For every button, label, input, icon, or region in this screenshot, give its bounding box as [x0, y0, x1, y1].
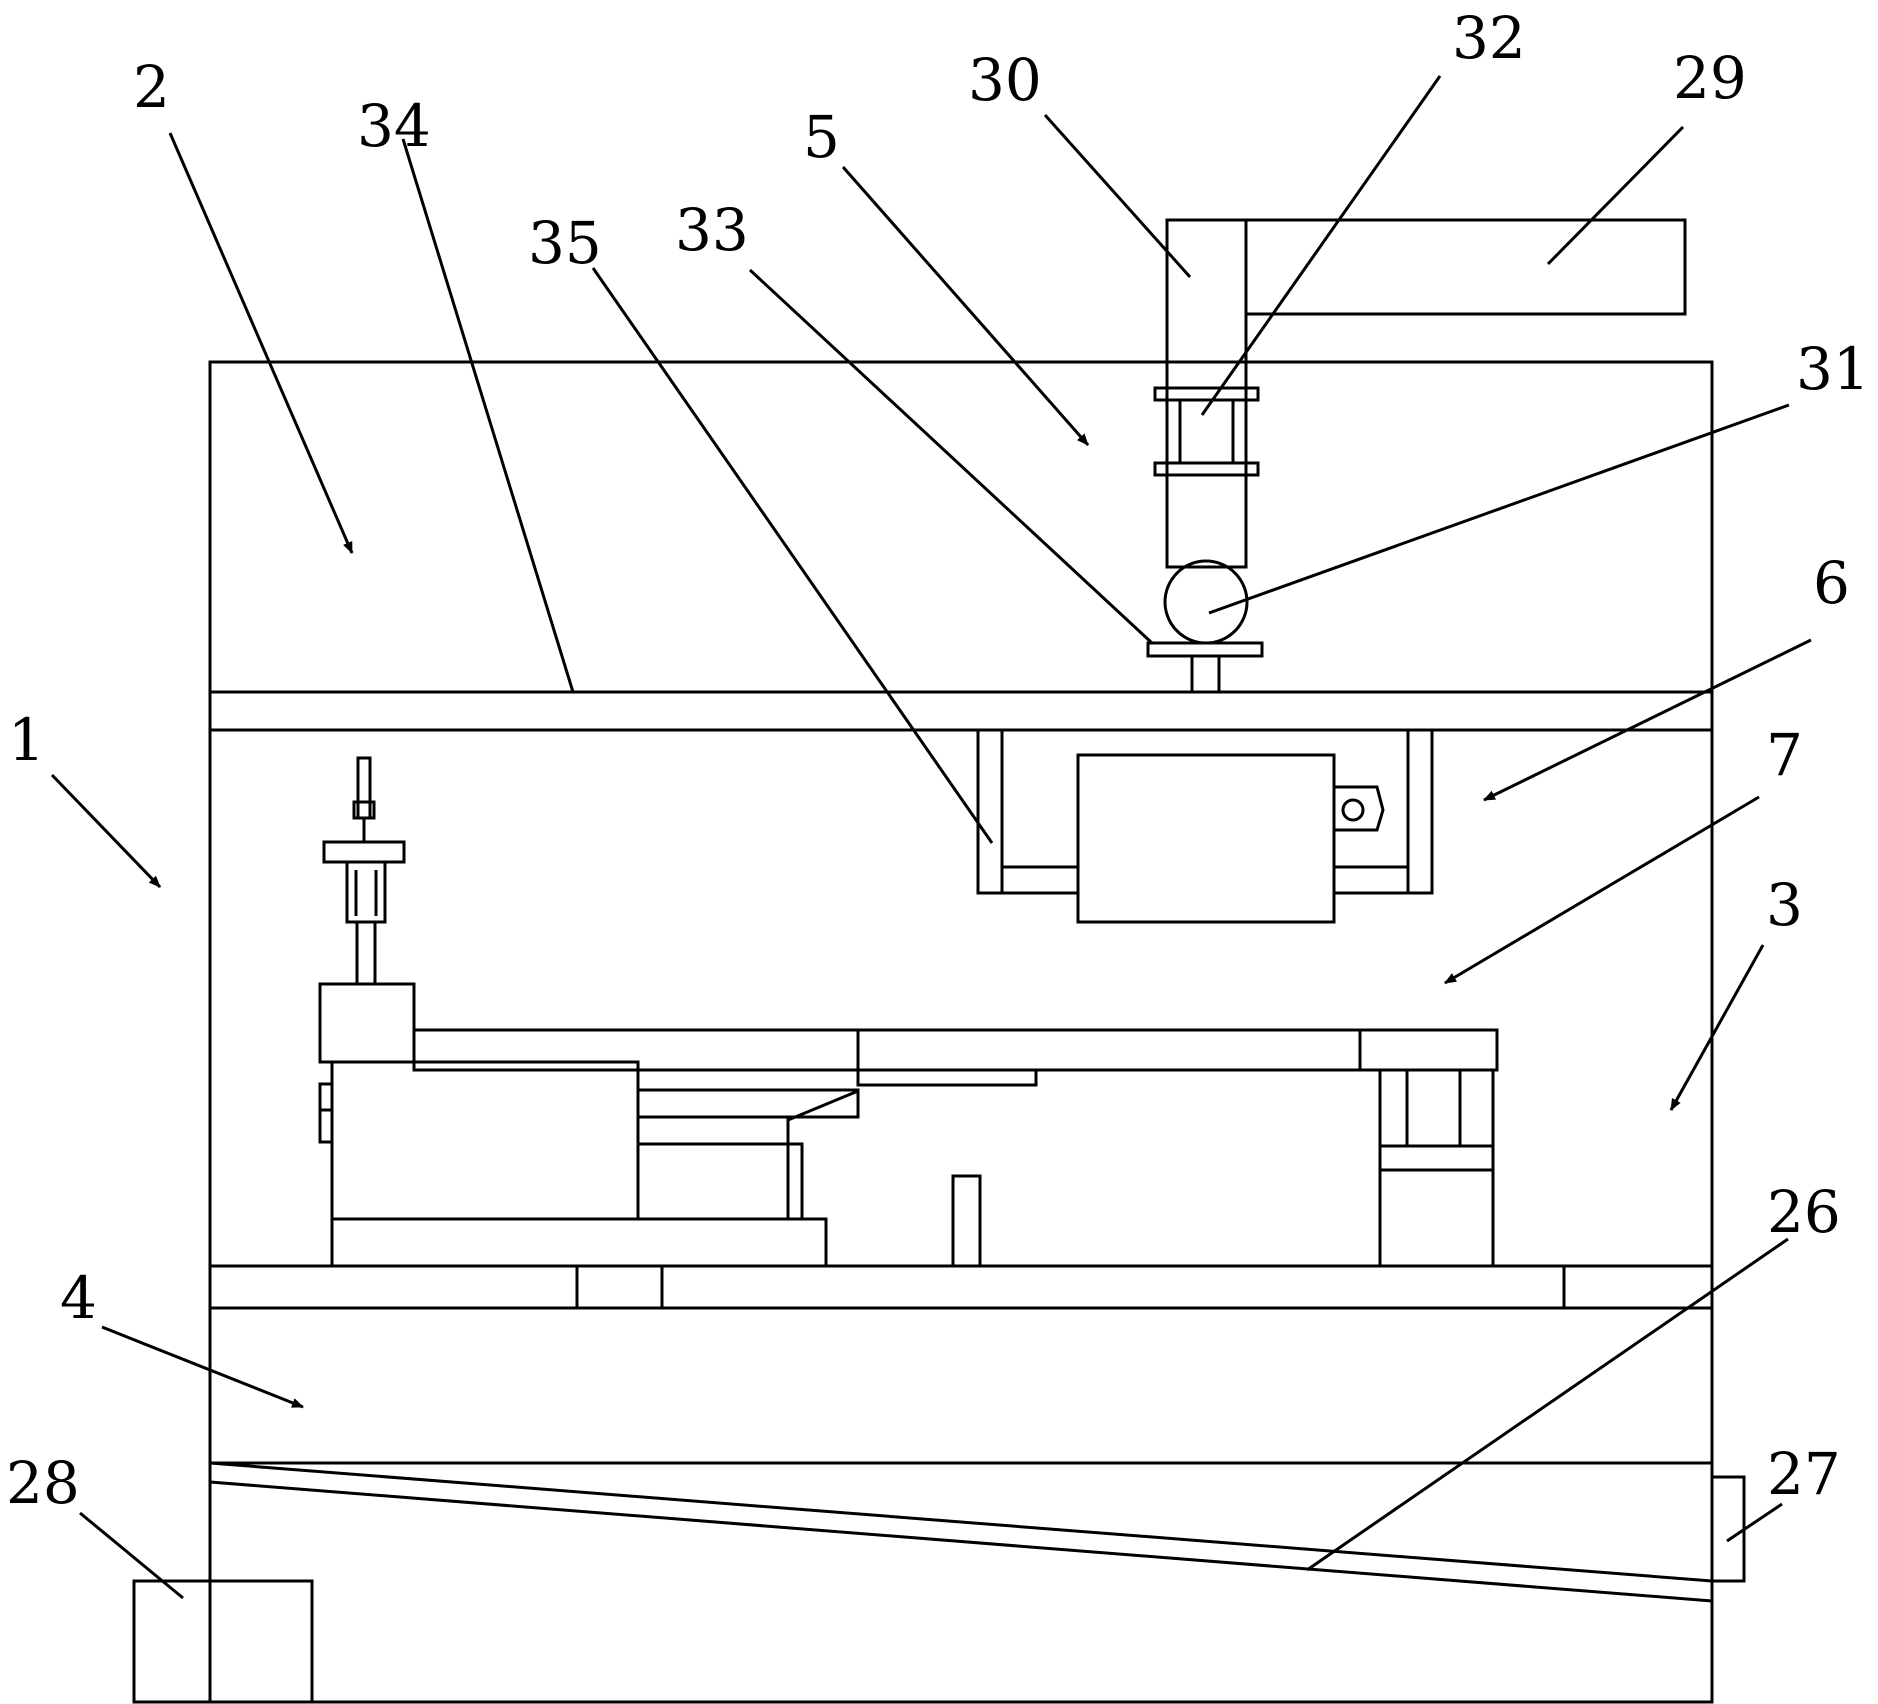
label-pressing-assembly: 5: [803, 103, 840, 171]
horizontal-arm: [1244, 218, 1687, 316]
die-clamp: [1334, 785, 1385, 832]
label-column-sleeve: 32: [1452, 4, 1526, 72]
label-outlet-block: 27: [1767, 1440, 1841, 1508]
label-vertical-column: 30: [968, 46, 1042, 114]
inclined-chute: [209, 1461, 1713, 1603]
label-middle-plate: 34: [357, 92, 431, 160]
leader-28: [79, 1511, 184, 1600]
label-collection-box: 28: [6, 1449, 80, 1517]
leader-6: [1483, 638, 1812, 802]
leader-4: [101, 1325, 304, 1409]
label-inclined-chute: 26: [1767, 1178, 1841, 1246]
leader-27: [1726, 1502, 1783, 1543]
label-horizontal-arm: 29: [1673, 44, 1747, 112]
die-bracket-left: [976, 728, 1004, 895]
leader-34: [401, 138, 575, 693]
leader-30: [1043, 113, 1192, 279]
chute-upper-edge: [209, 1461, 1713, 1583]
label-frame: 1: [8, 706, 45, 774]
locating-pin: [951, 1174, 982, 1268]
lower-die-assembly: [318, 756, 1499, 1268]
lower-die-main: [330, 1060, 640, 1221]
label-roller: 31: [1796, 335, 1870, 403]
die-clamp-hole: [1341, 798, 1365, 822]
label-lower-chamber: 4: [60, 1264, 97, 1332]
vertical-column: [1165, 218, 1248, 569]
guide-sleeve: [345, 860, 387, 924]
leader-1: [50, 773, 162, 889]
outer-frame: [208, 360, 1714, 1704]
outlet-block: [1710, 1475, 1746, 1583]
chute-lower-edge: [209, 1480, 1713, 1603]
column-sleeve-lower: [1153, 461, 1260, 477]
label-middle-chamber: 3: [1766, 871, 1803, 939]
beam-underside: [856, 1068, 1038, 1087]
guide-cap: [322, 840, 406, 864]
die-riser: [786, 1142, 804, 1221]
leader-29: [1546, 125, 1685, 266]
collection-box: [132, 1579, 314, 1704]
leader-2: [168, 132, 354, 554]
reference-numerals: 1 2 3 4 5 6 7 26 27 28 29 30 31 32 33 34…: [6, 4, 1870, 1517]
leader-35: [591, 267, 994, 844]
bracket-arm-right: [1332, 865, 1410, 895]
label-lower-die-assembly: 7: [1766, 721, 1803, 789]
base-plate-stem: [1190, 654, 1221, 694]
long-beam: [412, 1028, 1499, 1072]
upper-die-assembly: [976, 728, 1434, 924]
label-base-plate: 33: [675, 196, 749, 264]
leader-33: [748, 268, 1154, 645]
side-clip: [318, 1082, 334, 1144]
post-block: [318, 982, 416, 1064]
label-die-bracket: 35: [528, 209, 602, 277]
column-sleeve-upper: [1153, 386, 1260, 402]
upper-die-block: [1076, 753, 1336, 924]
guide-rod-top: [356, 756, 372, 820]
die-slope: [787, 1089, 859, 1122]
pressing-assembly: [1146, 218, 1687, 694]
label-upper-chamber: 2: [133, 53, 170, 121]
leader-31: [1208, 403, 1790, 615]
die-bracket-right: [1406, 728, 1434, 895]
end-support: [1378, 1068, 1495, 1268]
leader-7: [1444, 795, 1760, 985]
guide-post: [355, 920, 377, 986]
label-upper-die-assembly: 6: [1813, 549, 1850, 617]
die-base: [330, 1217, 828, 1268]
leader-26: [1306, 1237, 1789, 1572]
die-step-lower: [636, 1115, 790, 1146]
leader-32: [1200, 75, 1442, 416]
leader-5: [841, 166, 1090, 446]
bracket-arm-left: [1000, 865, 1080, 895]
leader-lines: [50, 75, 1812, 1600]
leader-3: [1669, 944, 1765, 1111]
base-plate: [1146, 641, 1264, 658]
roller: [1163, 559, 1249, 645]
